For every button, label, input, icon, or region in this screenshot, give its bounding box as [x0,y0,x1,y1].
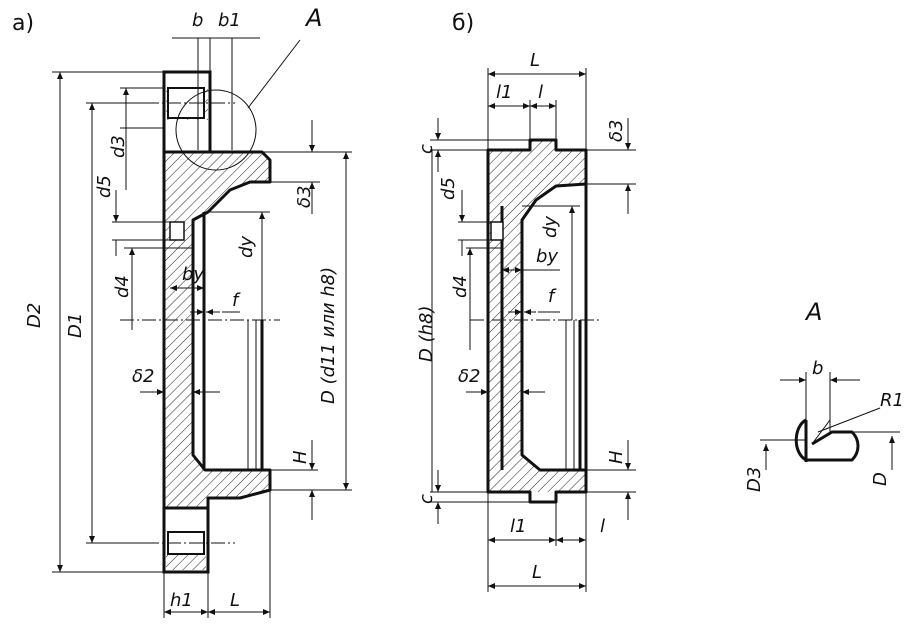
view-a-label-H: H [290,450,311,464]
view-b-label-l-bottom: l [600,516,605,537]
view-b-label-delta2: δ2 [458,366,480,387]
view-b-marker: б) [452,11,474,36]
view-b-label-H: H [606,450,627,464]
view-a-label-by: by [182,264,204,285]
view-b-section [486,138,588,504]
view-a-label-b: b [192,10,203,31]
detail-a-title: A [804,298,822,326]
view-a-marker: а) [12,11,34,36]
view-a-label-d5: d5 [94,175,115,198]
view-a-label-delta3: δ3 [294,186,315,208]
view-b-label-c-top: c [416,144,437,154]
view-a-label-b1: b1 [218,10,241,31]
detail-a-label-b: b [812,358,823,379]
view-b-label-L-top: L [530,50,540,71]
view-b-label-L-bottom: L [532,562,542,583]
view-a: а) A [12,4,352,618]
detail-a-label-D3: D3 [744,467,765,492]
view-b: б) L l1 l c δ3 [416,11,636,592]
view-b-label-c-bottom: c [416,494,437,504]
view-b-label-f: f [548,286,557,307]
detail-a-marker-circle [175,89,257,171]
view-a-label-dy: dy [236,236,257,258]
view-a-label-f: f [232,290,241,311]
view-b-label-l1-bottom: l1 [510,516,526,537]
detail-a: A b R1 D3 D [744,298,904,492]
detail-a-label-R1: R1 [880,390,904,411]
view-a-label-delta2: δ2 [132,366,154,387]
view-b-label-dy: dy [540,216,561,238]
view-a-label-h1: h1 [170,590,193,611]
view-a-label-A: A [304,4,322,32]
view-b-label-d4: d4 [450,275,471,298]
view-a-label-D1: D1 [65,313,86,338]
view-b-label-d5: d5 [438,177,459,200]
view-a-label-D2: D2 [24,303,45,328]
view-a-section [162,70,272,574]
view-b-label-l-top: l [538,82,543,103]
view-b-label-by: by [536,246,558,267]
view-b-label-delta3: δ3 [606,120,627,142]
view-b-label-l1-top: l1 [496,82,512,103]
view-a-label-d3: d3 [108,135,129,158]
view-a-label-L: L [230,590,240,611]
view-b-label-D: D (h8) [416,306,437,363]
view-a-label-d4: d4 [112,275,133,298]
detail-a-label-D: D [870,472,891,486]
view-a-label-D: D (d11 или h8) [318,267,339,404]
